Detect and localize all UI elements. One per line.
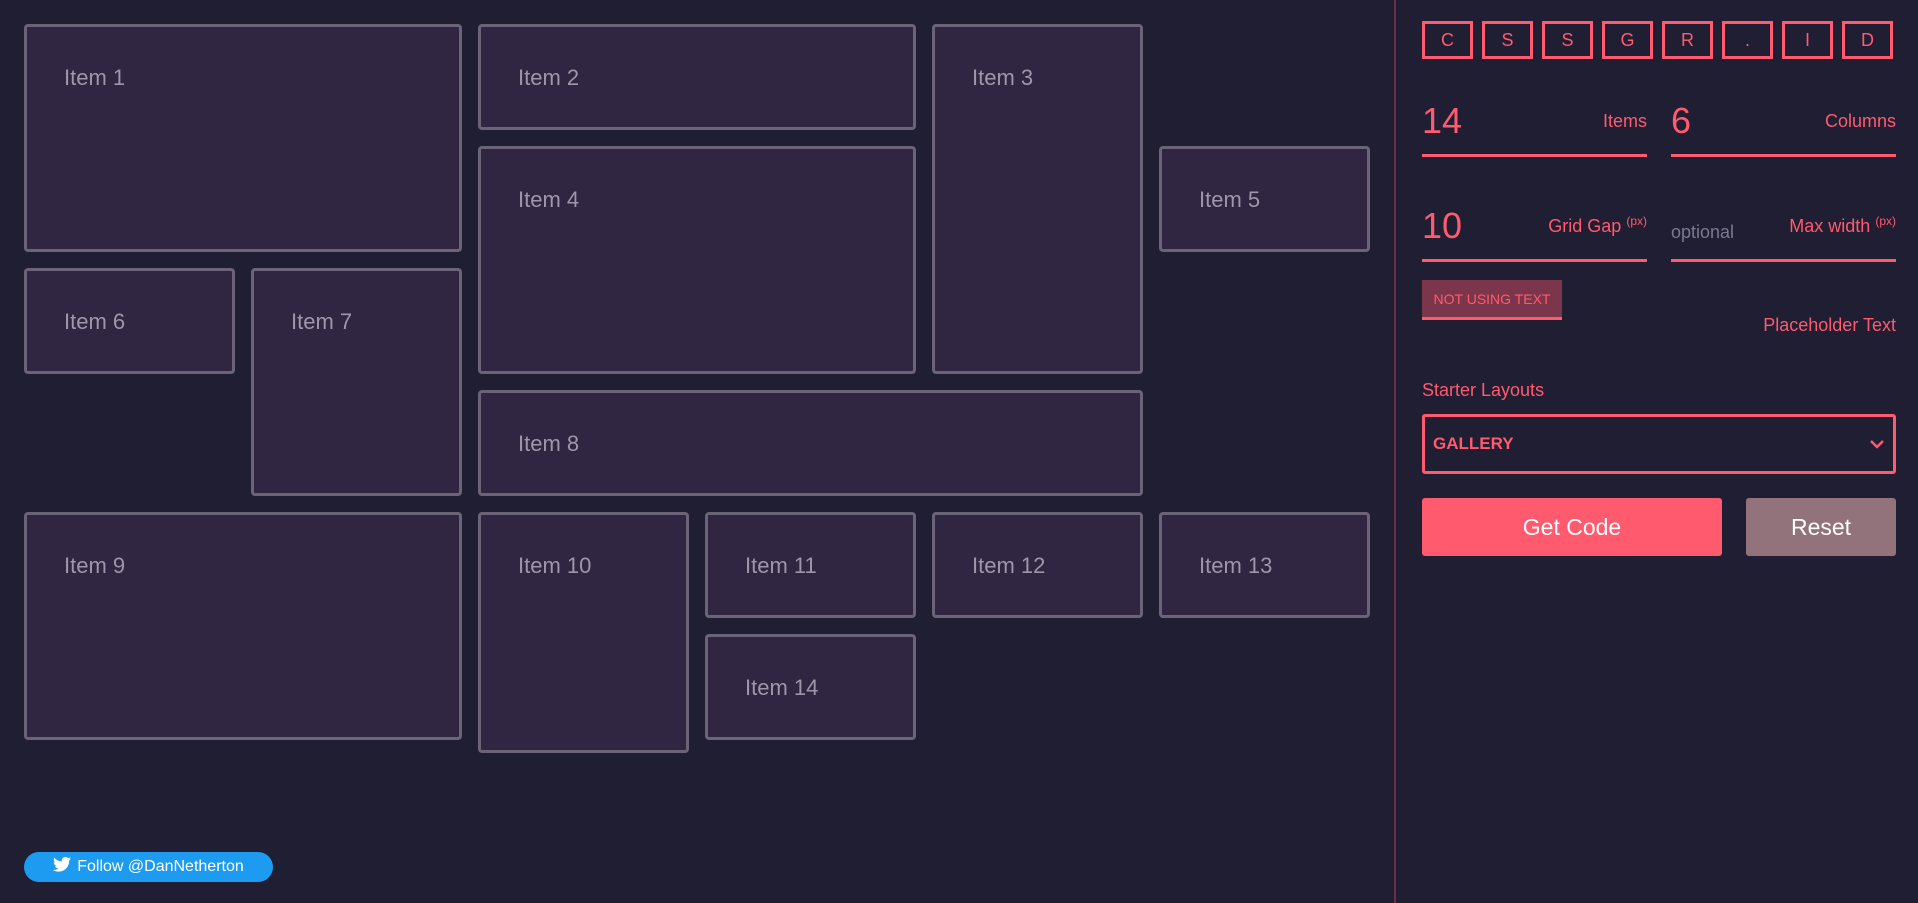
columns-value[interactable]: 6 [1671, 100, 1692, 141]
grid-item[interactable]: Item 5 [1159, 146, 1370, 252]
columns-field[interactable]: 6 Columns [1671, 100, 1896, 157]
grid-gap-label: Grid Gap (px) [1548, 214, 1647, 237]
logo-letter: R [1662, 21, 1713, 59]
grid-item[interactable]: Item 11 [705, 512, 916, 618]
starter-layouts-label: Starter Layouts [1422, 380, 1545, 400]
logo-letter: . [1722, 21, 1773, 59]
follow-label: Follow @DanNetherton [77, 858, 244, 875]
logo-letter: I [1782, 21, 1833, 59]
items-value[interactable]: 14 [1422, 100, 1463, 141]
chevron-down-icon [1869, 434, 1885, 454]
max-width-label: Max width (px) [1789, 214, 1896, 237]
max-width-label-text: Max width [1789, 216, 1871, 236]
logo-letter: D [1842, 21, 1893, 59]
grid-item[interactable]: Item 2 [478, 24, 916, 130]
grid-item[interactable]: Item 3 [932, 24, 1143, 374]
grid-item[interactable]: Item 1 [24, 24, 462, 252]
grid-item[interactable]: Item 12 [932, 512, 1143, 618]
reset-button[interactable]: Reset [1746, 498, 1896, 556]
logo: C S S G R . I D [1422, 21, 1893, 59]
grid-gap-label-text: Grid Gap [1548, 216, 1622, 236]
grid-gap-unit: (px) [1626, 214, 1647, 228]
logo-letter: S [1482, 21, 1533, 59]
logo-letter: G [1602, 21, 1653, 59]
max-width-field[interactable]: optional Max width (px) [1671, 209, 1896, 262]
get-code-button[interactable]: Get Code [1422, 498, 1722, 556]
text-toggle-button[interactable]: NOT USING TEXT [1422, 280, 1562, 320]
grid-item[interactable]: Item 14 [705, 634, 916, 740]
grid-preview: Item 1 Item 2 Item 3 Item 4 Item 5 Item … [24, 24, 1370, 753]
twitter-bird-icon [53, 856, 72, 877]
grid-item[interactable]: Item 10 [478, 512, 689, 753]
items-field[interactable]: 14 Items [1422, 100, 1647, 157]
grid-item[interactable]: Item 13 [1159, 512, 1370, 618]
columns-label: Columns [1824, 111, 1896, 131]
max-width-unit: (px) [1875, 214, 1896, 228]
max-width-placeholder[interactable]: optional [1671, 222, 1735, 242]
placeholder-text-label: Placeholder Text [1763, 315, 1896, 335]
grid-item[interactable]: Item 8 [478, 390, 1143, 496]
grid-item[interactable]: Item 9 [24, 512, 462, 740]
items-label: Items [1602, 111, 1647, 131]
logo-letter: C [1422, 21, 1473, 59]
grid-item[interactable]: Item 4 [478, 146, 916, 374]
starter-layout-value: GALLERY [1433, 434, 1514, 453]
grid-gap-field[interactable]: 10 Grid Gap (px) [1422, 205, 1647, 262]
starter-layout-select[interactable]: GALLERY [1422, 414, 1896, 474]
logo-letter: S [1542, 21, 1593, 59]
grid-item[interactable]: Item 6 [24, 268, 235, 374]
grid-item[interactable]: Item 7 [251, 268, 462, 496]
panel-divider [1394, 0, 1396, 903]
twitter-follow-button[interactable]: Follow @DanNetherton [24, 852, 273, 882]
grid-gap-value[interactable]: 10 [1422, 205, 1463, 246]
